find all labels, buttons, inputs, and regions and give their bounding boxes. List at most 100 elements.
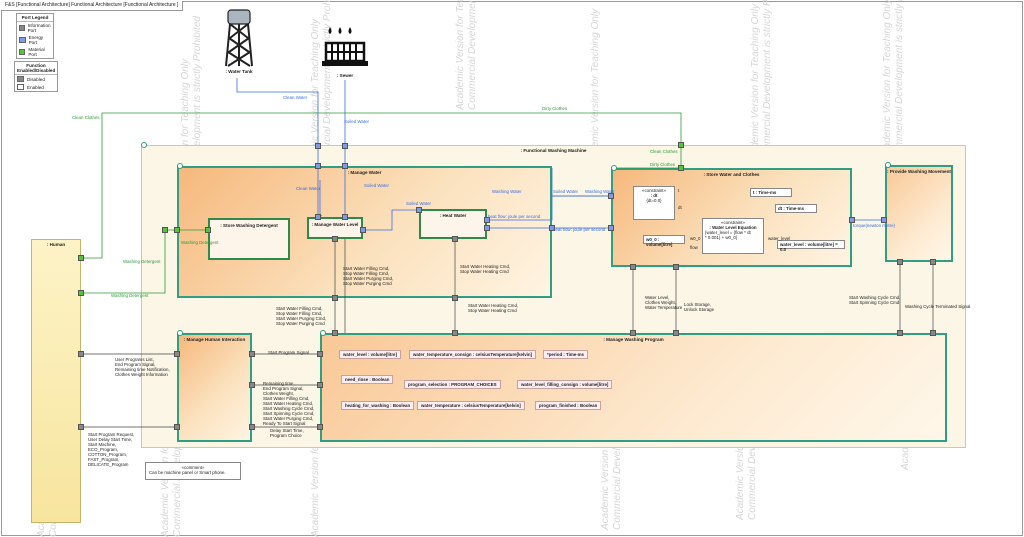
flow-label: Dirty Clothes <box>542 106 568 111</box>
energy-port[interactable] <box>416 207 422 213</box>
diagram-title-suffix: Functional Architecture ] <box>124 2 179 8</box>
information-port[interactable] <box>317 382 323 388</box>
water-tank-icon <box>225 9 253 67</box>
information-port[interactable] <box>317 351 323 357</box>
information-port[interactable] <box>332 236 338 242</box>
information-port[interactable] <box>673 264 679 270</box>
information-port[interactable] <box>452 295 458 301</box>
information-port[interactable] <box>452 236 458 242</box>
information-port[interactable] <box>930 330 936 336</box>
information-port[interactable] <box>249 351 255 357</box>
block-title: : Manage Washing Program <box>603 337 664 342</box>
flow-label: Washing Water <box>492 189 522 194</box>
water-level-equation-block[interactable]: «constraint» : Water Level Equation {wat… <box>702 218 764 254</box>
program-attribute[interactable]: *period : Time-ms <box>543 350 589 359</box>
program-attribute[interactable]: need_rinse : Boolean <box>341 375 394 384</box>
material-port[interactable] <box>678 165 684 171</box>
disabled-swatch <box>17 76 24 82</box>
information-port[interactable] <box>630 330 636 336</box>
information-port[interactable] <box>317 424 323 430</box>
energy-port[interactable] <box>342 214 348 220</box>
information-port[interactable] <box>78 424 84 430</box>
time-ms-param[interactable]: t : Time-ms <box>750 188 792 197</box>
information-port[interactable] <box>897 259 903 265</box>
energy-port[interactable] <box>342 143 348 149</box>
energy-port[interactable] <box>484 217 490 223</box>
legend-label: Material Port <box>28 47 45 57</box>
store-washing-detergent-block[interactable]: : Store Washing Detergent <box>208 218 290 260</box>
block-title: : Heat Water <box>439 213 467 218</box>
param-label: t <box>678 188 680 193</box>
water-tank-label: : Water Tank <box>225 69 253 74</box>
material-port[interactable] <box>678 142 684 148</box>
flow-label: Soiled Water <box>344 119 369 124</box>
port-legend-title: Port Legend <box>17 14 53 22</box>
information-port[interactable] <box>78 351 84 357</box>
flow-label: Clean Water <box>296 186 321 191</box>
information-port[interactable] <box>930 259 936 265</box>
legend-label: Disabled <box>27 76 45 82</box>
provide-washing-movement-block[interactable]: : Provide Washing Movement <box>885 165 953 262</box>
material-port[interactable] <box>174 227 180 233</box>
note-text: Can be machine panel or Smart phone. <box>149 470 226 475</box>
human-actor-block[interactable]: : Human <box>31 239 81 523</box>
material-port[interactable] <box>78 255 84 261</box>
energy-port[interactable] <box>315 163 321 169</box>
block-title: : Store Washing Detergent <box>220 223 278 228</box>
heat-water-block[interactable]: : Heat Water <box>419 209 487 239</box>
flow-label: Delay Start Time, Program Choice <box>270 428 304 438</box>
information-port[interactable] <box>174 424 180 430</box>
material-port[interactable] <box>162 227 168 233</box>
dt-time-param[interactable]: dt : Time-ms <box>775 204 817 213</box>
energy-port[interactable] <box>315 214 321 220</box>
information-port[interactable] <box>332 295 338 301</box>
constraint-expression: {water_level = (flow * dt * 0.001) + w0_… <box>705 230 751 240</box>
water-level-attr[interactable]: water_level : volume[litre] = 0.0 <box>777 240 845 252</box>
flow-label: Lock Storage, Unlock Storage <box>684 302 715 312</box>
block-title: : Functional Washing Machine <box>520 148 587 153</box>
sewer-label: : Sewer <box>336 73 354 78</box>
constraint-name: : dt <box>650 193 658 198</box>
port-legend: Port Legend Information Port Energy Port… <box>16 13 54 59</box>
energy-port[interactable] <box>849 217 855 223</box>
information-port[interactable] <box>249 424 255 430</box>
energy-port[interactable] <box>881 217 887 223</box>
flow-label: Soiled Water <box>364 183 389 188</box>
information-port[interactable] <box>630 264 636 270</box>
information-port[interactable] <box>897 330 903 336</box>
program-attribute[interactable]: water_temperature_consign : celsiusTempe… <box>409 350 536 359</box>
energy-port[interactable] <box>608 193 614 199</box>
flow-label: torque(newton metre) <box>853 223 895 228</box>
material-port[interactable] <box>205 227 211 233</box>
program-attribute[interactable]: water_temperature : celsiusTemperature[k… <box>417 401 525 410</box>
dt-constraint-block[interactable]: «constraint» : dt {dt=0.0} <box>633 186 675 220</box>
flow-label: heat flow: joule per second <box>488 214 541 219</box>
information-port[interactable] <box>332 330 338 336</box>
energy-port[interactable] <box>549 225 555 231</box>
information-port[interactable] <box>673 330 679 336</box>
legend-row: Disabled <box>15 75 57 83</box>
program-attribute[interactable]: water_level_filling_consign : volume[lit… <box>517 380 613 389</box>
information-port[interactable] <box>249 382 255 388</box>
energy-port[interactable] <box>484 225 490 231</box>
flow-label: Start Washing Cycle Cmd, Start Spinning … <box>849 295 901 305</box>
energy-port[interactable] <box>608 225 614 231</box>
constraint-stereotype: «constraint» <box>721 220 745 225</box>
flow-label: Start Water Heating Cmd, Stop Water Heat… <box>460 264 511 274</box>
legend-label: Energy Port <box>28 35 44 45</box>
w0-param[interactable]: w0_0 : volume[litre] <box>643 235 685 247</box>
legend-row: Information Port <box>17 22 53 34</box>
material-port[interactable] <box>78 290 84 296</box>
information-port[interactable] <box>452 330 458 336</box>
comment-note: «comment» Can be machine panel or Smart … <box>145 462 241 480</box>
program-attribute[interactable]: program_finished : Boolean <box>535 401 602 410</box>
program-attribute[interactable]: heating_for_washing : Boolean <box>341 401 415 410</box>
energy-port[interactable] <box>315 143 321 149</box>
program-attribute[interactable]: program_selection : PROGRAM_CHOICES <box>404 380 501 389</box>
program-attribute[interactable]: water_level : volume[litre] <box>339 350 401 359</box>
energy-port[interactable] <box>342 163 348 169</box>
information-port[interactable] <box>174 351 180 357</box>
energy-port[interactable] <box>360 227 366 233</box>
block-title: : Manage Water <box>347 170 382 175</box>
